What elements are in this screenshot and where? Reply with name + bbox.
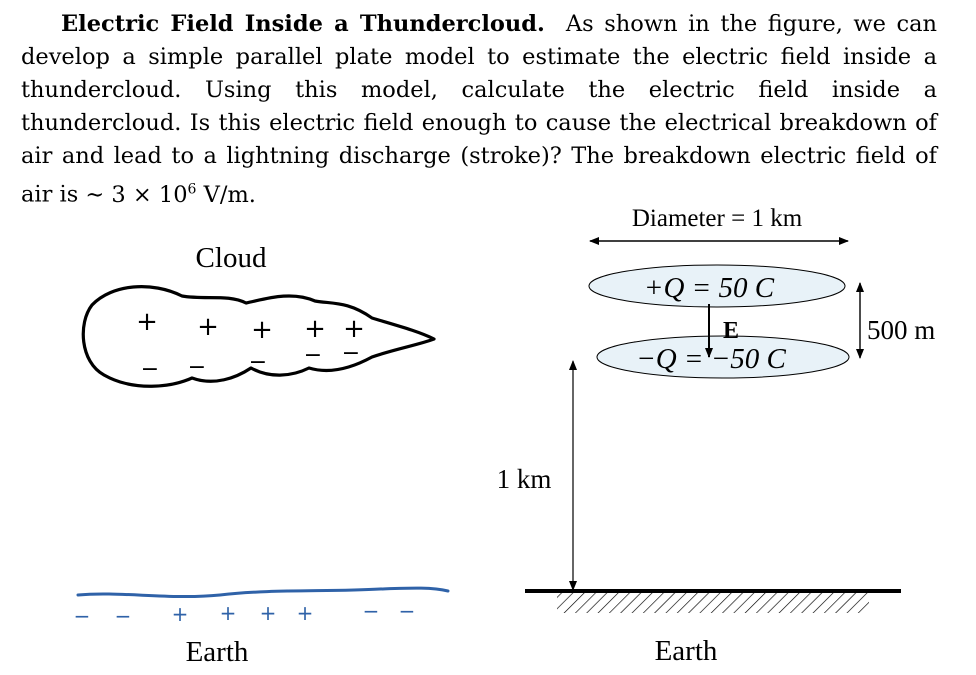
breakdown-exponent: 6 [187,181,197,197]
cloud-minus-charge: − [188,355,206,380]
ground-charge: − [363,599,380,623]
breakdown-unit: V/m. [203,181,256,208]
ground-charge: + [220,601,237,625]
bottom-plate [596,335,850,379]
cloud-minus-charge: − [342,341,360,366]
cloud-plus-charge: + [343,314,365,344]
bottom-plate-label: −Q = −50 C [636,343,786,375]
problem-statement: Electric Field Inside a Thundercloud. As… [21,8,937,212]
problem-title: Electric Field Inside a Thundercloud. [61,11,545,37]
top-plate-label: +Q = 50 C [644,272,775,304]
ground-hatching [557,593,869,613]
ground-charge: − [74,604,91,628]
ground-charge: + [260,601,277,625]
cloud-minus-charge: − [304,343,322,368]
parallel-plate-model: Diameter = 1 km +Q = 50 C −Q = −50 C E 5… [497,205,936,667]
cloud-label: Cloud [196,242,267,274]
cloud-plus-charge: + [136,307,158,337]
breakdown-prefix: ∼ 3 × 10 [85,181,188,208]
earth-label-sketch: Earth [186,636,249,668]
ground-line-sketch [76,586,450,599]
cloud-plus-charge: + [197,312,219,342]
earth-label-model: Earth [655,635,718,667]
cloud-plus-charge: + [251,315,273,345]
top-plate [588,264,846,308]
ground-charge: − [115,604,132,628]
cloud-positive-charges: + + + + + [136,307,365,345]
separation-label: 500 m [867,315,935,345]
field-label: E [723,318,739,344]
cloud-plus-charge: + [304,314,326,344]
ground-charge: − [399,599,416,623]
hand-sketch: Cloud + + + + + − − − − − − − + + + + − … [74,242,450,668]
cloud-minus-charge: − [141,357,159,382]
cloud-outline [81,285,436,388]
ground-charge: + [297,601,314,625]
problem-body: As shown in the figure, we can develop a… [21,11,937,208]
cloud-minus-charge: − [249,350,267,375]
breakdown-value: ∼ 3 × 106 V/m. [85,181,256,208]
ground-charges: − − + + + + − − [74,599,416,628]
diameter-label: Diameter = 1 km [632,205,803,232]
cloud-negative-charges: − − − − − [141,341,360,382]
height-label: 1 km [497,464,552,494]
ground-charge: + [172,602,189,626]
